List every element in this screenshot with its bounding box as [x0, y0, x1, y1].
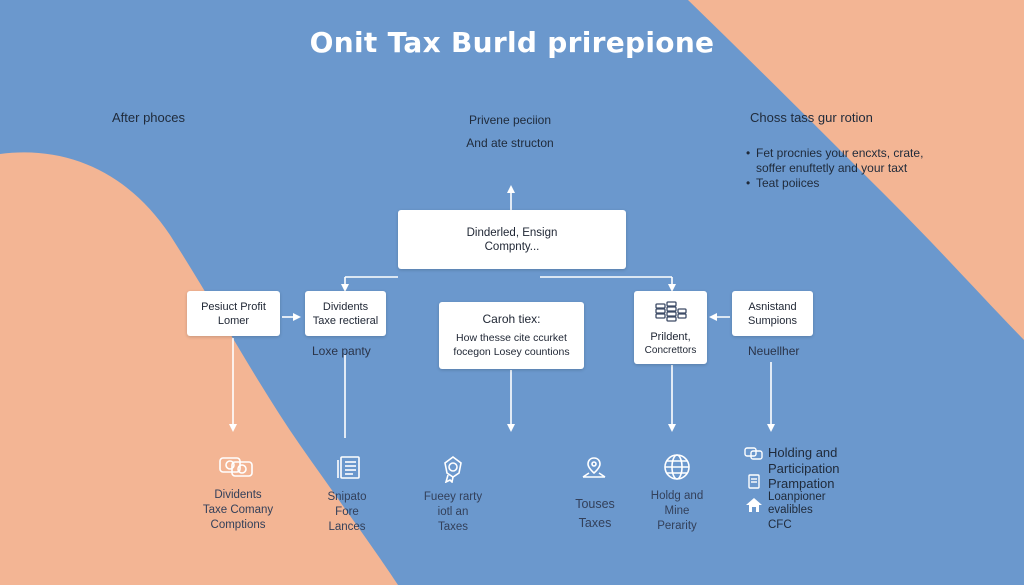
caption-dividents: Dividents Taxe Comany Comptions [183, 488, 293, 533]
caption-line: Fore [335, 506, 359, 518]
caption-fueey: Fueey rarty iotl an Taxes [408, 490, 498, 535]
asnistand-box-line-1: Asnistand [748, 300, 797, 313]
document-icon [337, 456, 360, 479]
caption-line: Snipato [327, 491, 367, 503]
caption-line: Taxes [437, 521, 469, 533]
top-right-bullets: Fet procnies your encxts, crate, soffer … [746, 146, 966, 191]
caption-holdg: Holdg and Mine Perarity [637, 489, 717, 534]
holding-item: CFC [768, 519, 792, 531]
holding-item: Prampation [768, 476, 835, 491]
caption-line: Taxe Comany [202, 504, 274, 516]
coins-icon [219, 457, 253, 477]
house-icon [746, 498, 762, 512]
background-peach-right [688, 0, 1024, 340]
caroh-box-heading: Caroh tiex: [482, 312, 541, 326]
caption-line: Touses [575, 497, 615, 511]
caption-line: iotl an [437, 506, 469, 518]
profit-box: Pesiuct Profit Lomer [187, 291, 280, 336]
center-box-line-1: Dinderled, Ensign [466, 226, 558, 239]
caption-line: Lances [328, 521, 366, 533]
caption-line: Perarity [657, 520, 697, 532]
dividents-side-note: Loxe panty [312, 344, 371, 358]
caption-line: Holdg and [650, 490, 704, 502]
caption-snipato: Snipato Fore Lances [307, 490, 387, 535]
globe-icon [664, 454, 690, 480]
profit-box-line-2: Lomer [217, 314, 250, 327]
caption-line: Comptions [210, 519, 266, 531]
background-peach-left [0, 152, 398, 585]
caption-line: Dividents [214, 489, 262, 501]
asnistand-box: Asnistand Sumpions [732, 291, 813, 336]
holding-item: Participation [768, 461, 840, 476]
caption-line: Mine [664, 505, 690, 517]
pin-icon [582, 457, 606, 478]
prident-box: Prildent, Concrettors [634, 291, 707, 364]
holding-item: evalibles [768, 504, 813, 516]
dividents-box-line-2: Taxe rectieral [312, 314, 379, 327]
coins-icon [744, 447, 763, 460]
holding-item: Loanpioner [768, 491, 826, 503]
caption-line: Fueey rarty [423, 491, 483, 503]
top-left-label: After phoces [112, 110, 185, 125]
center-company-box: Dinderled, Ensign Compnty... [398, 210, 626, 269]
prident-box-line-2: Concrettors [644, 345, 697, 356]
caption-touses: Touses Taxes [555, 495, 635, 533]
top-center-line-2: And ate structon [466, 136, 554, 150]
prident-box-line-1: Prildent, [650, 331, 691, 343]
caroh-box-line-2: How thesse cite ccurket [456, 332, 567, 344]
page-title: Onit Tax Burld prirepione [309, 26, 715, 59]
bullet-item: Teat poiices [746, 176, 966, 191]
profit-box-line-1: Pesiuct Profit [201, 300, 266, 313]
asnistand-box-line-2: Sumpions [748, 314, 797, 327]
caption-line: Taxes [578, 516, 612, 530]
asnistand-side-note: Neuellher [748, 344, 800, 358]
holding-list: Holding and Participation Prampation Loa… [768, 445, 840, 533]
caroh-box-line-3: focegon Losey countions [453, 346, 570, 358]
center-box-line-2: Compnty... [484, 240, 540, 253]
bullet-item: Fet procnies your encxts, crate, [746, 146, 966, 161]
top-center-line-1: Privene peciion [468, 113, 552, 127]
bullet-item-continued: soffer enuftetly and your taxt [756, 161, 908, 175]
top-right-label: Choss tass gur rotion [750, 110, 873, 125]
dividents-box-line-1: Dividents [322, 300, 369, 313]
document-icon [748, 474, 760, 489]
caroh-box: Caroh tiex: How thesse cite ccurket foce… [439, 302, 584, 369]
coin-stack-icon [654, 301, 687, 322]
dividents-box: Dividents Taxe rectieral [305, 291, 386, 336]
award-icon [444, 456, 462, 483]
holding-item: Holding and [768, 445, 838, 460]
